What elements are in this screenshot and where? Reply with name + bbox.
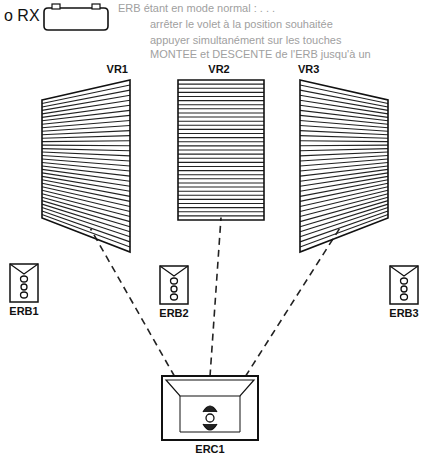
- device-label: VR2: [176, 62, 266, 76]
- device-outline: [384, 264, 424, 306]
- bleed-through-note: MONTEE et DESCENTE de l'ERB jusqu'à un: [150, 48, 371, 61]
- device-label: ERC1: [158, 442, 262, 456]
- device-outline: [158, 374, 262, 442]
- radio-link: [245, 229, 339, 377]
- roller-shutter: VR1: [40, 62, 132, 256]
- radio-link: [210, 218, 221, 377]
- device-outline: [4, 262, 44, 304]
- device-label: ERB1: [4, 304, 44, 318]
- bleed-through-note: appuyer simultanément sur les touches: [150, 34, 341, 47]
- bleed-through-note: ERB étant en mode normal : . . .: [118, 2, 275, 15]
- roller-shutter: VR3: [298, 62, 390, 256]
- roller-shutter: VR2: [176, 62, 266, 224]
- device-label: VR1: [40, 62, 132, 76]
- device-label: ERB2: [154, 306, 194, 320]
- wall-emitter: ERB2: [154, 264, 194, 322]
- device-outline: [154, 264, 194, 306]
- wall-emitter: ERB1: [4, 262, 44, 320]
- device-label: o RX: [4, 7, 40, 25]
- wall-emitter: ERB3: [384, 264, 424, 322]
- bleed-through-note: arrêter le volet à la position souhaitée: [150, 18, 333, 31]
- device-label: VR3: [298, 62, 390, 76]
- device-outline: [40, 78, 132, 256]
- device-outline: [298, 78, 390, 256]
- device-outline: [176, 78, 266, 224]
- device-label: ERB3: [384, 306, 424, 320]
- central-remote: ERC1: [158, 374, 262, 458]
